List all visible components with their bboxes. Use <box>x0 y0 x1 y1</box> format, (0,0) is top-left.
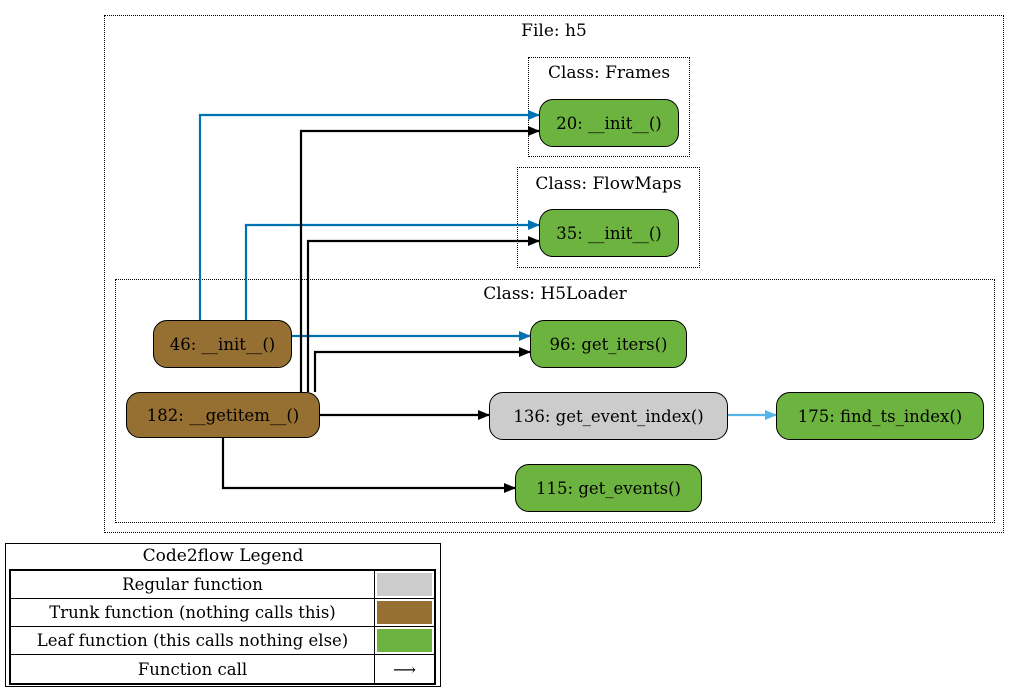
legend: Code2flow Legend Regular function Trunk … <box>5 543 441 687</box>
edge-loader-init-to-flowmaps-init <box>244 220 540 320</box>
file-cluster: File: h5 <box>104 15 1004 533</box>
node-flowmaps-init[interactable]: 35: __init__() <box>539 209 679 257</box>
legend-swatch-trunk <box>377 601 432 624</box>
node-frames-init-label: 20: __init__() <box>556 113 662 133</box>
node-get-events-label: 115: get_events() <box>536 478 681 498</box>
node-find-ts-index-label: 175: find_ts_index() <box>797 406 963 426</box>
node-frames-init[interactable]: 20: __init__() <box>539 99 679 147</box>
edge-getitem-to-frames-init <box>299 126 540 392</box>
node-get-event-index[interactable]: 136: get_event_index() <box>489 392 728 440</box>
legend-row-trunk: Trunk function (nothing calls this) <box>11 599 434 627</box>
h5loader-cluster: Class: H5Loader <box>115 279 995 523</box>
node-loader-init-label: 46: __init__() <box>169 334 276 354</box>
node-get-event-index-label: 136: get_event_index() <box>513 406 704 426</box>
legend-swatch-leaf <box>377 629 432 652</box>
legend-label-leaf: Leaf function (this calls nothing else) <box>11 627 375 654</box>
file-cluster-label: File: h5 <box>521 21 587 41</box>
node-loader-init[interactable]: 46: __init__() <box>153 320 292 368</box>
frames-cluster: Class: Frames <box>528 57 690 157</box>
node-getitem[interactable]: 182: __getitem__() <box>126 392 320 438</box>
node-flowmaps-init-label: 35: __init__() <box>556 223 662 243</box>
node-find-ts-index[interactable]: 175: find_ts_index() <box>776 392 984 440</box>
node-get-iters[interactable]: 96: get_iters() <box>530 320 687 368</box>
edge-getitem-to-get-iters <box>313 347 531 392</box>
legend-swatch-regular <box>377 573 432 596</box>
legend-row-regular: Regular function <box>11 571 434 599</box>
flowmaps-cluster-label: Class: FlowMaps <box>535 174 682 194</box>
node-get-iters-label: 96: get_iters() <box>549 334 668 354</box>
legend-label-regular: Regular function <box>11 571 375 598</box>
flowmaps-cluster: Class: FlowMaps <box>517 167 700 268</box>
legend-label-trunk: Trunk function (nothing calls this) <box>11 599 375 626</box>
legend-table: Regular function Trunk function (nothing… <box>9 569 436 685</box>
edge-getitem-to-get-events <box>221 437 516 493</box>
legend-row-call: Function call ⟶ <box>11 655 434 683</box>
node-getitem-label: 182: __getitem__() <box>146 405 300 425</box>
edge-loader-init-to-frames-init <box>198 110 540 320</box>
edge-getitem-to-flowmaps-init <box>306 236 540 392</box>
arrow-icon: ⟶ <box>393 659 416 679</box>
node-get-events[interactable]: 115: get_events() <box>515 464 702 512</box>
legend-title: Code2flow Legend <box>142 546 304 566</box>
legend-row-leaf: Leaf function (this calls nothing else) <box>11 627 434 655</box>
h5loader-cluster-label: Class: H5Loader <box>483 284 627 304</box>
legend-label-call: Function call <box>11 655 375 683</box>
frames-cluster-label: Class: Frames <box>547 63 671 83</box>
